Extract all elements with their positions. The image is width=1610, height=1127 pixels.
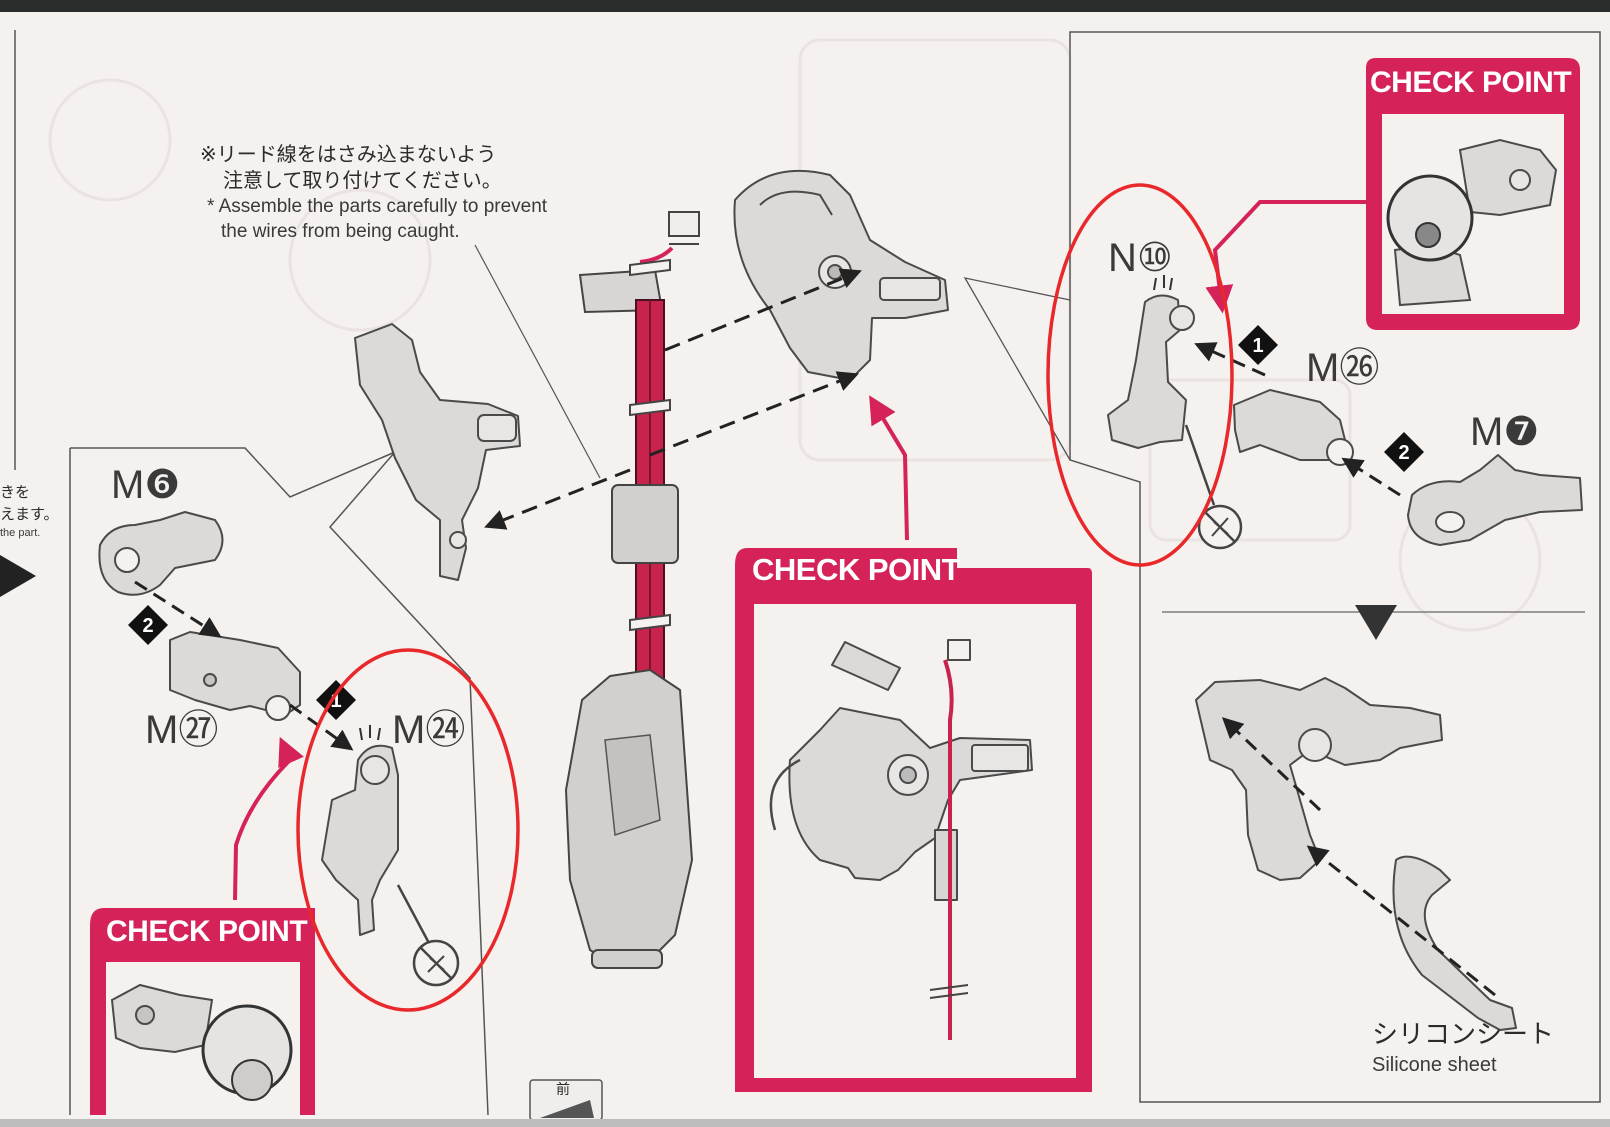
down-arrow-icon xyxy=(1355,605,1397,640)
step-marker-2-left: 2 xyxy=(128,605,168,645)
svg-text:2: 2 xyxy=(142,615,153,637)
note-jp-line1: ※リード線をはさみ込まないよう xyxy=(200,142,496,166)
frame-part xyxy=(734,171,948,380)
edge-fragment-1: きを xyxy=(0,480,30,504)
bottom-edge xyxy=(0,1119,1610,1127)
silicone-sheet-jp: シリコンシート xyxy=(1372,1020,1554,1050)
checkpoint-leader xyxy=(872,400,907,540)
part-label-m27: M㉗ xyxy=(145,708,218,752)
part-label-m6: M❻ xyxy=(111,463,180,507)
edge-fragment-3: the part. xyxy=(0,526,40,540)
part-label-m26: M㉖ xyxy=(1306,346,1379,390)
svg-text:2: 2 xyxy=(1398,442,1409,464)
step-marker-1-right: 1 xyxy=(1238,325,1278,365)
right-panel-parts xyxy=(1108,295,1582,1030)
check-point-panel-center xyxy=(735,548,1092,1092)
step-marker-2-right: 2 xyxy=(1384,432,1424,472)
check-point-title-right: CHECK POINT xyxy=(1370,63,1571,103)
front-tab-label: 前 xyxy=(556,1082,570,1098)
edge-fragment-2: えます。 xyxy=(0,502,59,526)
arm-frame-part xyxy=(355,324,520,580)
note-en-line2: the wires from being caught. xyxy=(221,220,460,244)
part-label-m7: M❼ xyxy=(1470,410,1539,454)
no-cut-icon xyxy=(398,885,458,985)
continue-arrow-icon xyxy=(0,555,36,597)
wire-assembly xyxy=(566,212,699,968)
check-point-title-left: CHECK POINT xyxy=(106,912,307,952)
silicone-sheet-en: Silicone sheet xyxy=(1372,1053,1497,1077)
check-point-title-center: CHECK POINT xyxy=(752,550,960,590)
svg-text:1: 1 xyxy=(1252,335,1263,357)
part-label-m24: M㉔ xyxy=(392,708,465,752)
note-en-line1: * Assemble the parts carefully to preven… xyxy=(207,195,547,219)
note-jp-line2: 注意して取り付けてください。 xyxy=(223,168,502,192)
part-label-n10: N⑩ xyxy=(1108,236,1173,280)
